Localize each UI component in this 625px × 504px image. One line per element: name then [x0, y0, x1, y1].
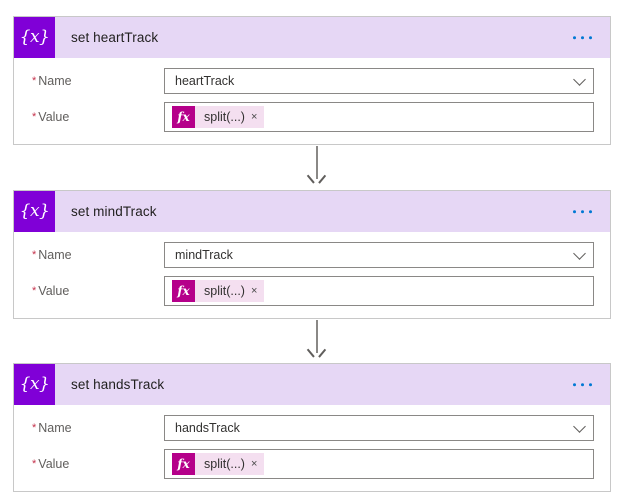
expression-token-label: split(...) — [204, 284, 245, 298]
value-label-text: Value — [38, 457, 70, 471]
expression-token[interactable]: fx split(...) × — [172, 453, 265, 475]
variable-braces-icon: {x} — [14, 364, 55, 405]
close-icon[interactable]: × — [250, 285, 258, 297]
required-marker: * — [32, 249, 37, 261]
more-options-icon[interactable] — [569, 30, 597, 46]
action-card-set-mindTrack[interactable]: {x} set mindTrack * Name mindTrack — [13, 190, 611, 319]
expression-token[interactable]: fx split(...) × — [172, 106, 265, 128]
value-field-label: * Value — [14, 284, 164, 298]
required-marker: * — [32, 75, 37, 87]
field-row-value: * Value fx split(...) × — [14, 276, 610, 306]
fx-expression-icon: fx — [172, 106, 195, 128]
dot — [588, 382, 592, 387]
arrow-down-icon — [311, 146, 323, 189]
dot — [588, 209, 592, 214]
value-input[interactable]: fx split(...) × — [164, 102, 594, 132]
card-body: * Name heartTrack * Value fx split(...) — [14, 58, 610, 144]
fx-expression-icon: fx — [172, 453, 195, 475]
dot — [572, 35, 576, 40]
field-row-name: * Name heartTrack — [14, 68, 610, 94]
card-header[interactable]: {x} set handsTrack — [14, 364, 610, 405]
name-input[interactable]: heartTrack — [164, 68, 594, 94]
action-card-set-heartTrack[interactable]: {x} set heartTrack * Name heartTrack — [13, 16, 611, 145]
card-header[interactable]: {x} set heartTrack — [14, 17, 610, 58]
variable-braces-icon: {x} — [14, 17, 55, 58]
value-field-label: * Value — [14, 110, 164, 124]
name-input-value: mindTrack — [175, 248, 233, 262]
dot — [580, 209, 584, 214]
card-body: * Name mindTrack * Value fx split(...) — [14, 232, 610, 318]
close-icon[interactable]: × — [250, 111, 258, 123]
name-label-text: Name — [38, 248, 72, 262]
value-label-text: Value — [38, 110, 70, 124]
variable-braces-icon: {x} — [14, 191, 55, 232]
expression-token[interactable]: fx split(...) × — [172, 280, 265, 302]
value-input[interactable]: fx split(...) × — [164, 449, 594, 479]
name-input[interactable]: handsTrack — [164, 415, 594, 441]
dot — [588, 35, 592, 40]
field-row-name: * Name handsTrack — [14, 415, 610, 441]
field-row-value: * Value fx split(...) × — [14, 102, 610, 132]
arrow-down-icon — [311, 320, 323, 363]
name-input-value: handsTrack — [175, 421, 240, 435]
expression-token-label: split(...) — [204, 110, 245, 124]
field-row-value: * Value fx split(...) × — [14, 449, 610, 479]
name-label-text: Name — [38, 74, 72, 88]
value-field-label: * Value — [14, 457, 164, 471]
card-title: set mindTrack — [71, 204, 157, 219]
more-options-icon[interactable] — [569, 204, 597, 220]
name-field-label: * Name — [14, 248, 164, 262]
required-marker: * — [32, 422, 37, 434]
dot — [580, 382, 584, 387]
connector-line — [316, 146, 318, 179]
name-field-label: * Name — [14, 421, 164, 435]
connector-line — [316, 320, 318, 353]
required-marker: * — [32, 111, 37, 123]
value-input[interactable]: fx split(...) × — [164, 276, 594, 306]
dot — [572, 209, 576, 214]
expression-token-label: split(...) — [204, 457, 245, 471]
close-icon[interactable]: × — [250, 458, 258, 470]
name-input[interactable]: mindTrack — [164, 242, 594, 268]
dot — [580, 35, 584, 40]
required-marker: * — [32, 285, 37, 297]
name-input-value: heartTrack — [175, 74, 235, 88]
field-row-name: * Name mindTrack — [14, 242, 610, 268]
card-body: * Name handsTrack * Value fx split(...) — [14, 405, 610, 491]
card-header[interactable]: {x} set mindTrack — [14, 191, 610, 232]
value-label-text: Value — [38, 284, 70, 298]
connector-arrowhead — [311, 173, 322, 184]
chevron-down-icon[interactable] — [573, 73, 586, 86]
action-card-set-handsTrack[interactable]: {x} set handsTrack * Name handsTrack — [13, 363, 611, 492]
name-field-label: * Name — [14, 74, 164, 88]
name-label-text: Name — [38, 421, 72, 435]
card-title: set heartTrack — [71, 30, 159, 45]
dot — [572, 382, 576, 387]
more-options-icon[interactable] — [569, 377, 597, 393]
required-marker: * — [32, 458, 37, 470]
card-title: set handsTrack — [71, 377, 165, 392]
chevron-down-icon[interactable] — [573, 420, 586, 433]
connector-arrowhead — [311, 347, 322, 358]
fx-expression-icon: fx — [172, 280, 195, 302]
chevron-down-icon[interactable] — [573, 247, 586, 260]
